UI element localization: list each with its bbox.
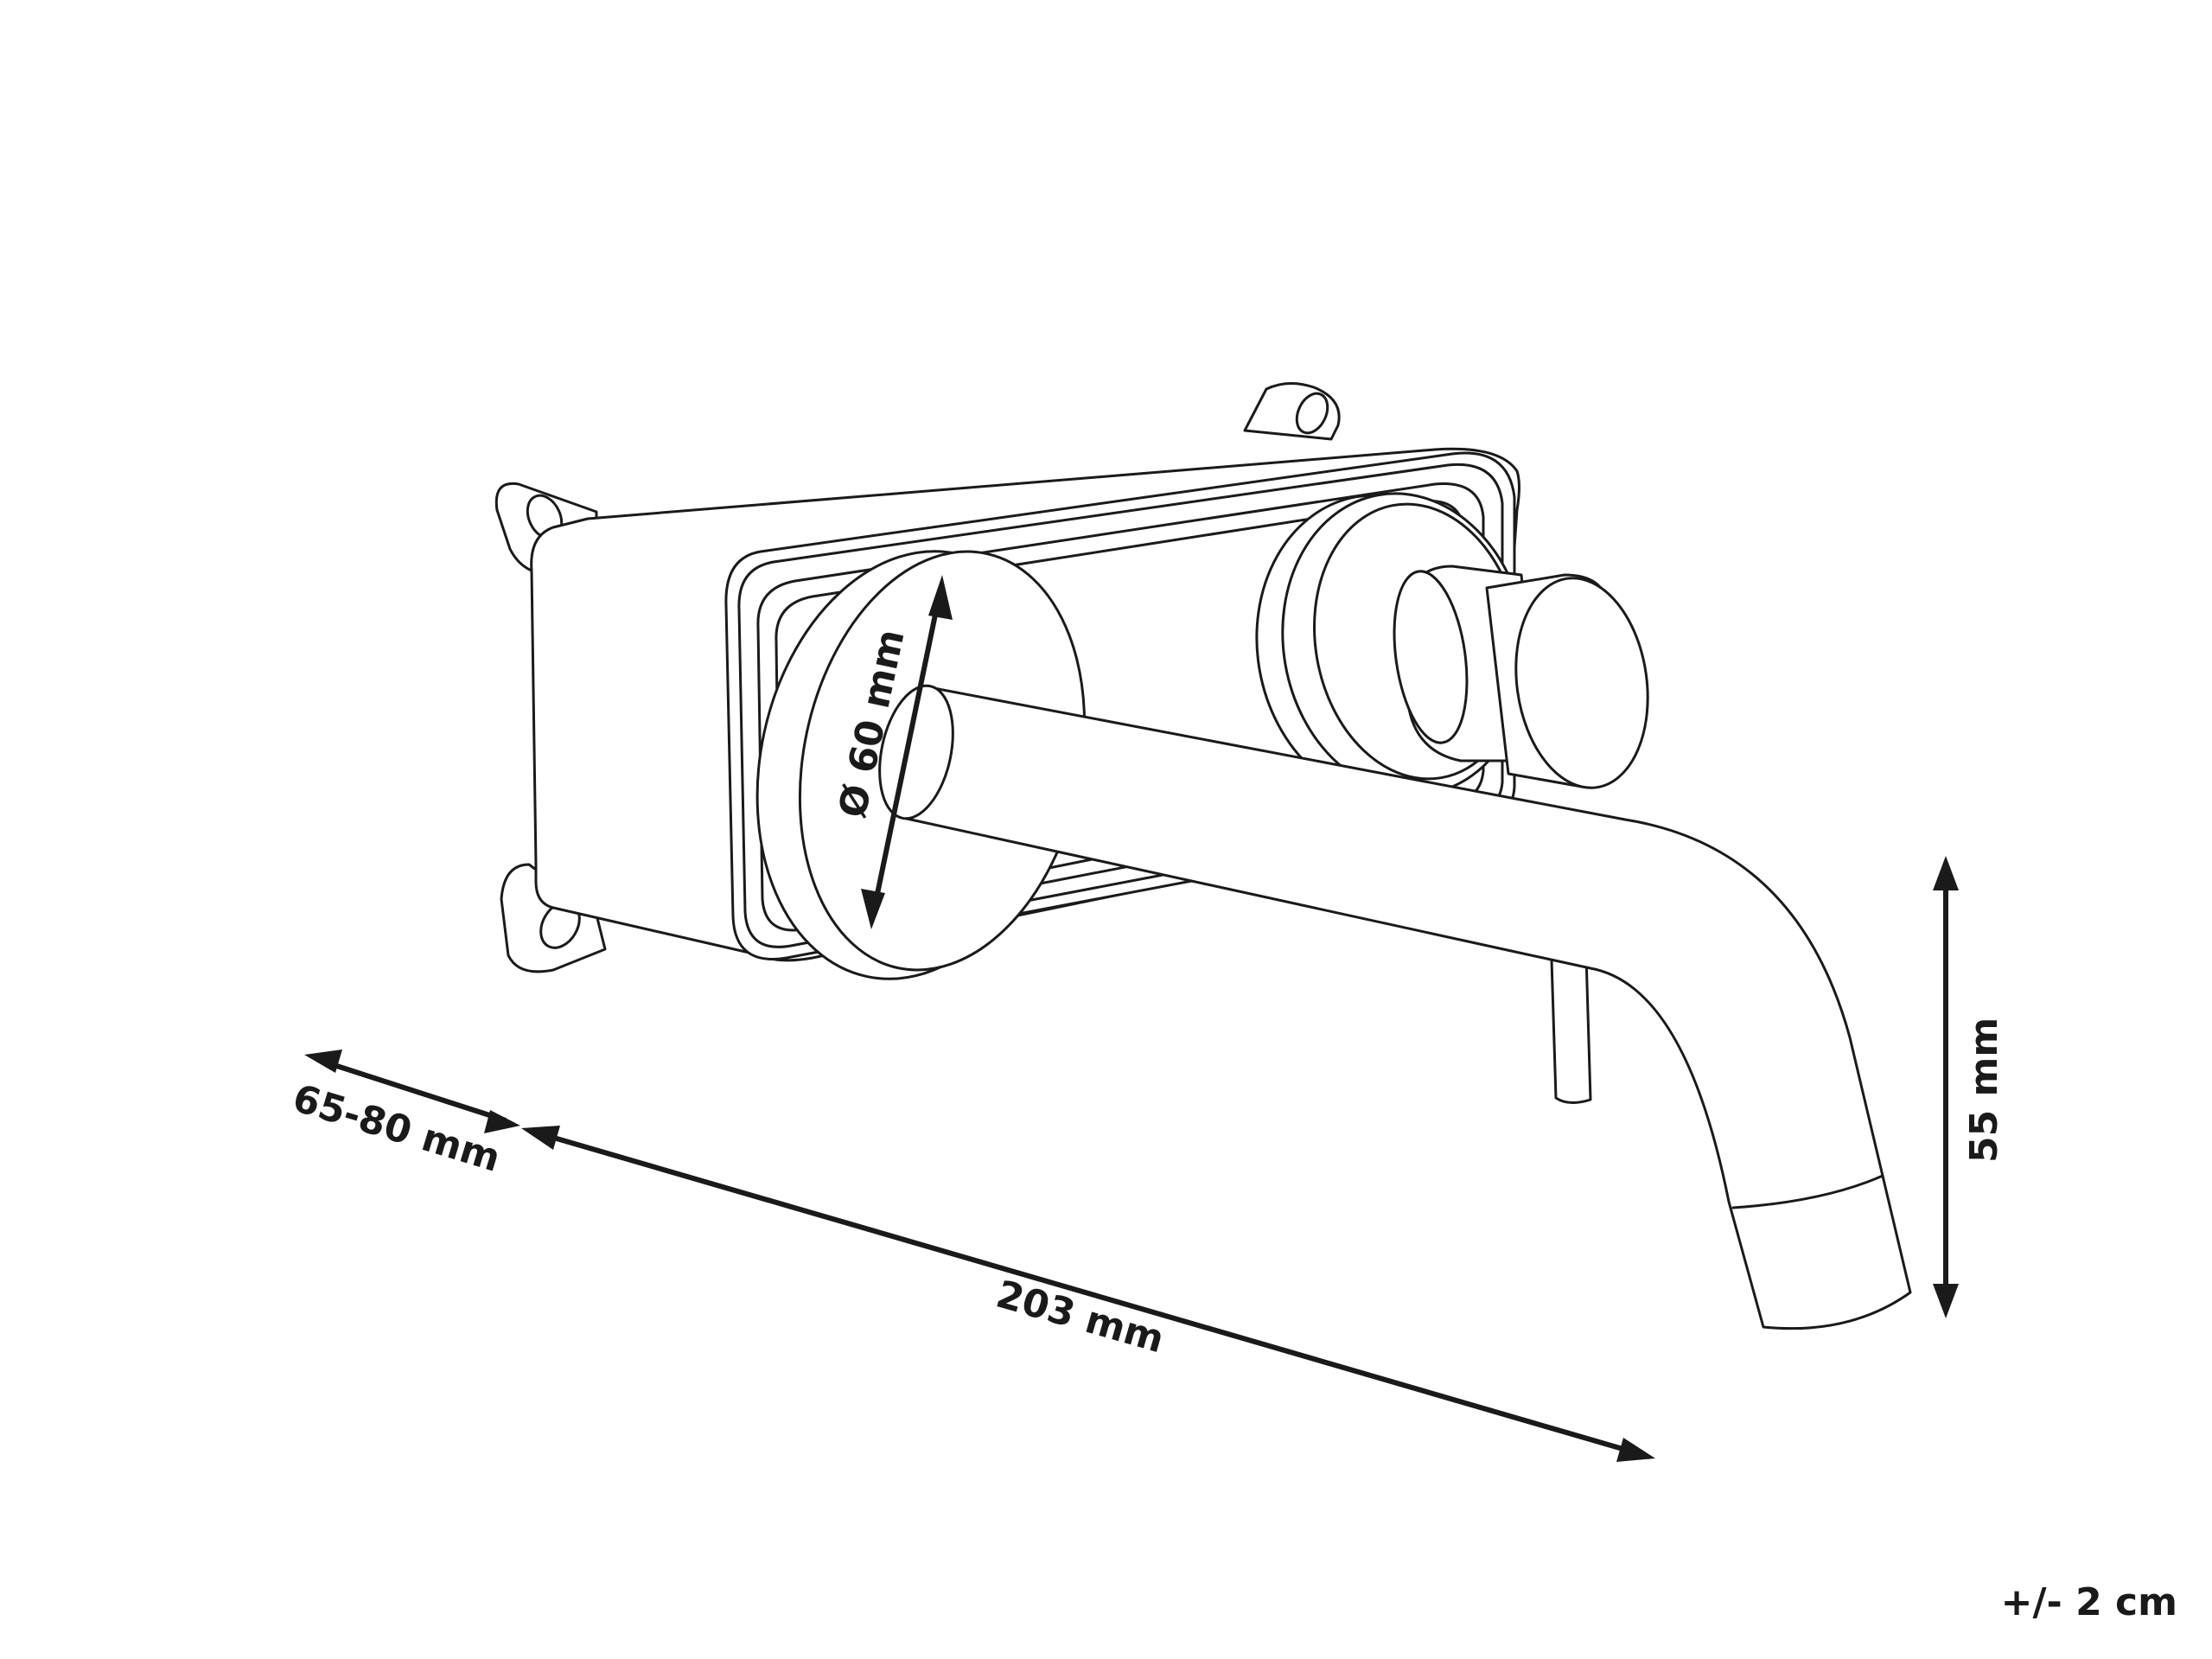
drip-rod xyxy=(1550,954,1592,1104)
dimension-height: 55 mm xyxy=(1933,856,2006,1318)
dim-height-label: 55 mm xyxy=(1962,1018,2006,1163)
spout-body xyxy=(897,686,1912,1330)
dim-depth-label: 65-80 mm xyxy=(288,1076,506,1181)
spout xyxy=(878,684,1912,1330)
dim-length-label: 203 mm xyxy=(991,1273,1169,1362)
dimension-length: 203 mm xyxy=(521,1126,1655,1462)
dimension-depth: 65-80 mm xyxy=(288,1050,520,1181)
tolerance-note: +/- 2 cm xyxy=(2000,1580,2177,1624)
mixer-handle xyxy=(1255,492,1649,803)
